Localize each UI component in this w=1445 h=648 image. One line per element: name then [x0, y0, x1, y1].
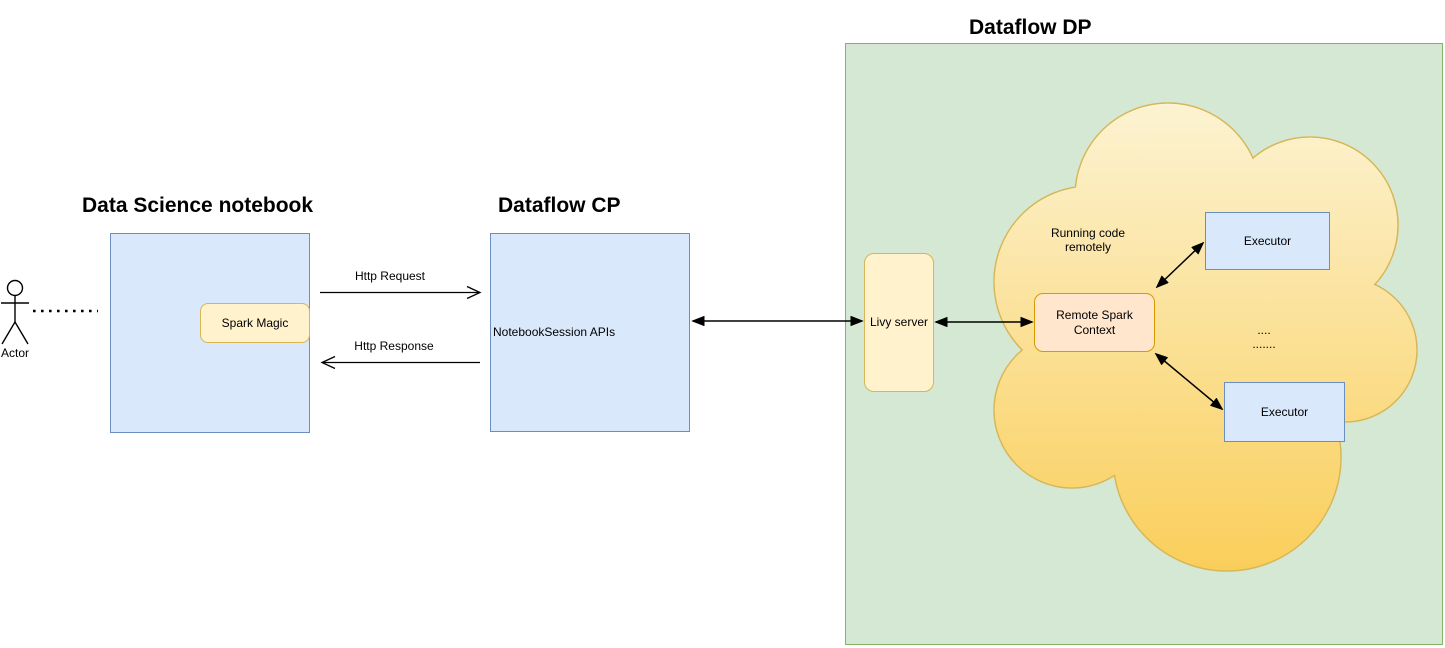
actor-label: Actor	[1, 346, 30, 360]
executor-top-box: Executor	[1205, 212, 1330, 270]
spark-magic-box: Spark Magic	[200, 303, 310, 343]
remote-spark-context-label: Remote Spark Context	[1056, 308, 1133, 337]
ellipsis-row-1: ....	[1257, 323, 1271, 337]
dataflow-dp-title: Dataflow DP	[969, 16, 1092, 39]
remote-spark-context-box: Remote Spark Context	[1034, 293, 1155, 352]
executor-bottom-label: Executor	[1260, 404, 1309, 419]
dataflow-cp-title: Dataflow CP	[498, 194, 621, 217]
livy-server-box: Livy server	[864, 253, 934, 392]
ellipsis-row-2: .......	[1252, 337, 1276, 351]
actor-head-icon	[6, 279, 24, 297]
http-request-label: Http Request	[354, 269, 426, 283]
notebook-title: Data Science notebook	[82, 194, 314, 217]
executor-bottom-box: Executor	[1224, 382, 1345, 442]
rsc-executor-top-arrow	[1157, 243, 1203, 287]
dataflow-cp-box: NotebookSession APIs	[490, 233, 690, 432]
actor-figure	[1, 279, 29, 345]
notebooksession-apis-label: NotebookSession APIs	[493, 325, 616, 340]
running-code-remotely-label: Running code remotely	[1050, 226, 1126, 254]
rsc-executor-bottom-arrow	[1156, 354, 1222, 409]
spark-magic-label: Spark Magic	[221, 315, 289, 330]
executor-top-label: Executor	[1243, 233, 1292, 248]
livy-server-label: Livy server	[869, 315, 928, 330]
http-response-label: Http Response	[354, 339, 434, 353]
